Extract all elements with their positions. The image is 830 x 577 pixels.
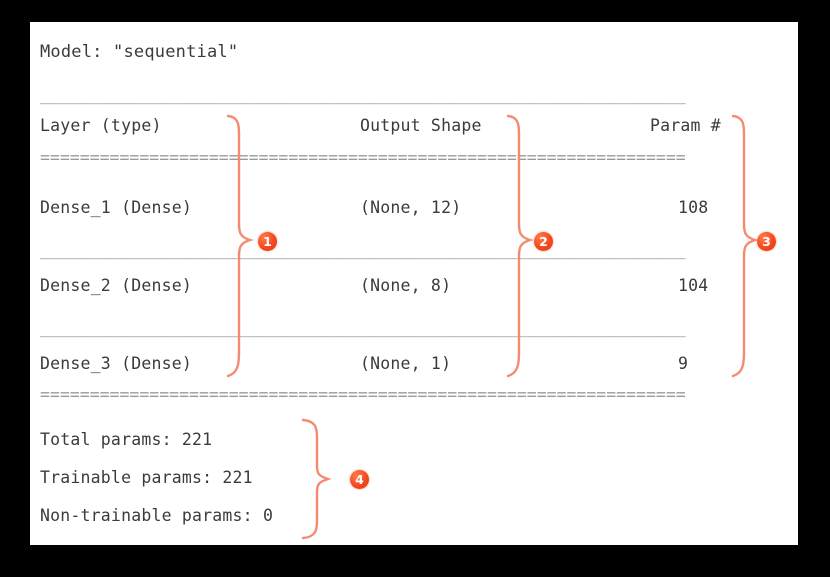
table-row-param-1: 104 xyxy=(678,276,709,295)
annotation-badge-3: 3 xyxy=(757,232,776,251)
separator-summary-double: ========================================… xyxy=(40,387,686,404)
column-header-output-shape: Output Shape xyxy=(360,116,482,135)
summary-non-trainable-params: Non-trainable params: 0 xyxy=(40,506,274,525)
summary-total-params: Total params: 221 xyxy=(40,430,213,449)
table-row-shape-1: (None, 8) xyxy=(360,276,452,295)
model-summary-panel: Model: "sequential" ____________________… xyxy=(30,22,798,545)
table-row-layer-1: Dense_2 (Dense) xyxy=(40,276,193,295)
column-header-param: Param # xyxy=(650,116,721,135)
table-row-shape-0: (None, 12) xyxy=(360,198,462,217)
annotation-badge-2: 2 xyxy=(534,232,553,251)
annotation-badge-1: 1 xyxy=(258,232,277,251)
table-row-layer-0: Dense_1 (Dense) xyxy=(40,198,193,217)
table-row-param-0: 108 xyxy=(678,198,709,217)
column-header-layer: Layer (type) xyxy=(40,116,162,135)
table-row-param-2: 9 xyxy=(678,354,689,373)
separator-row-0: ________________________________________… xyxy=(40,242,686,259)
table-row-layer-2: Dense_3 (Dense) xyxy=(40,354,193,373)
separator-row-1: ________________________________________… xyxy=(40,320,686,337)
model-title: Model: "sequential" xyxy=(40,42,239,62)
separator-header-double: ========================================… xyxy=(40,150,686,167)
summary-trainable-params: Trainable params: 221 xyxy=(40,468,253,487)
annotation-badge-4: 4 xyxy=(350,470,369,489)
separator-top: ________________________________________… xyxy=(40,87,686,104)
table-row-shape-2: (None, 1) xyxy=(360,354,452,373)
